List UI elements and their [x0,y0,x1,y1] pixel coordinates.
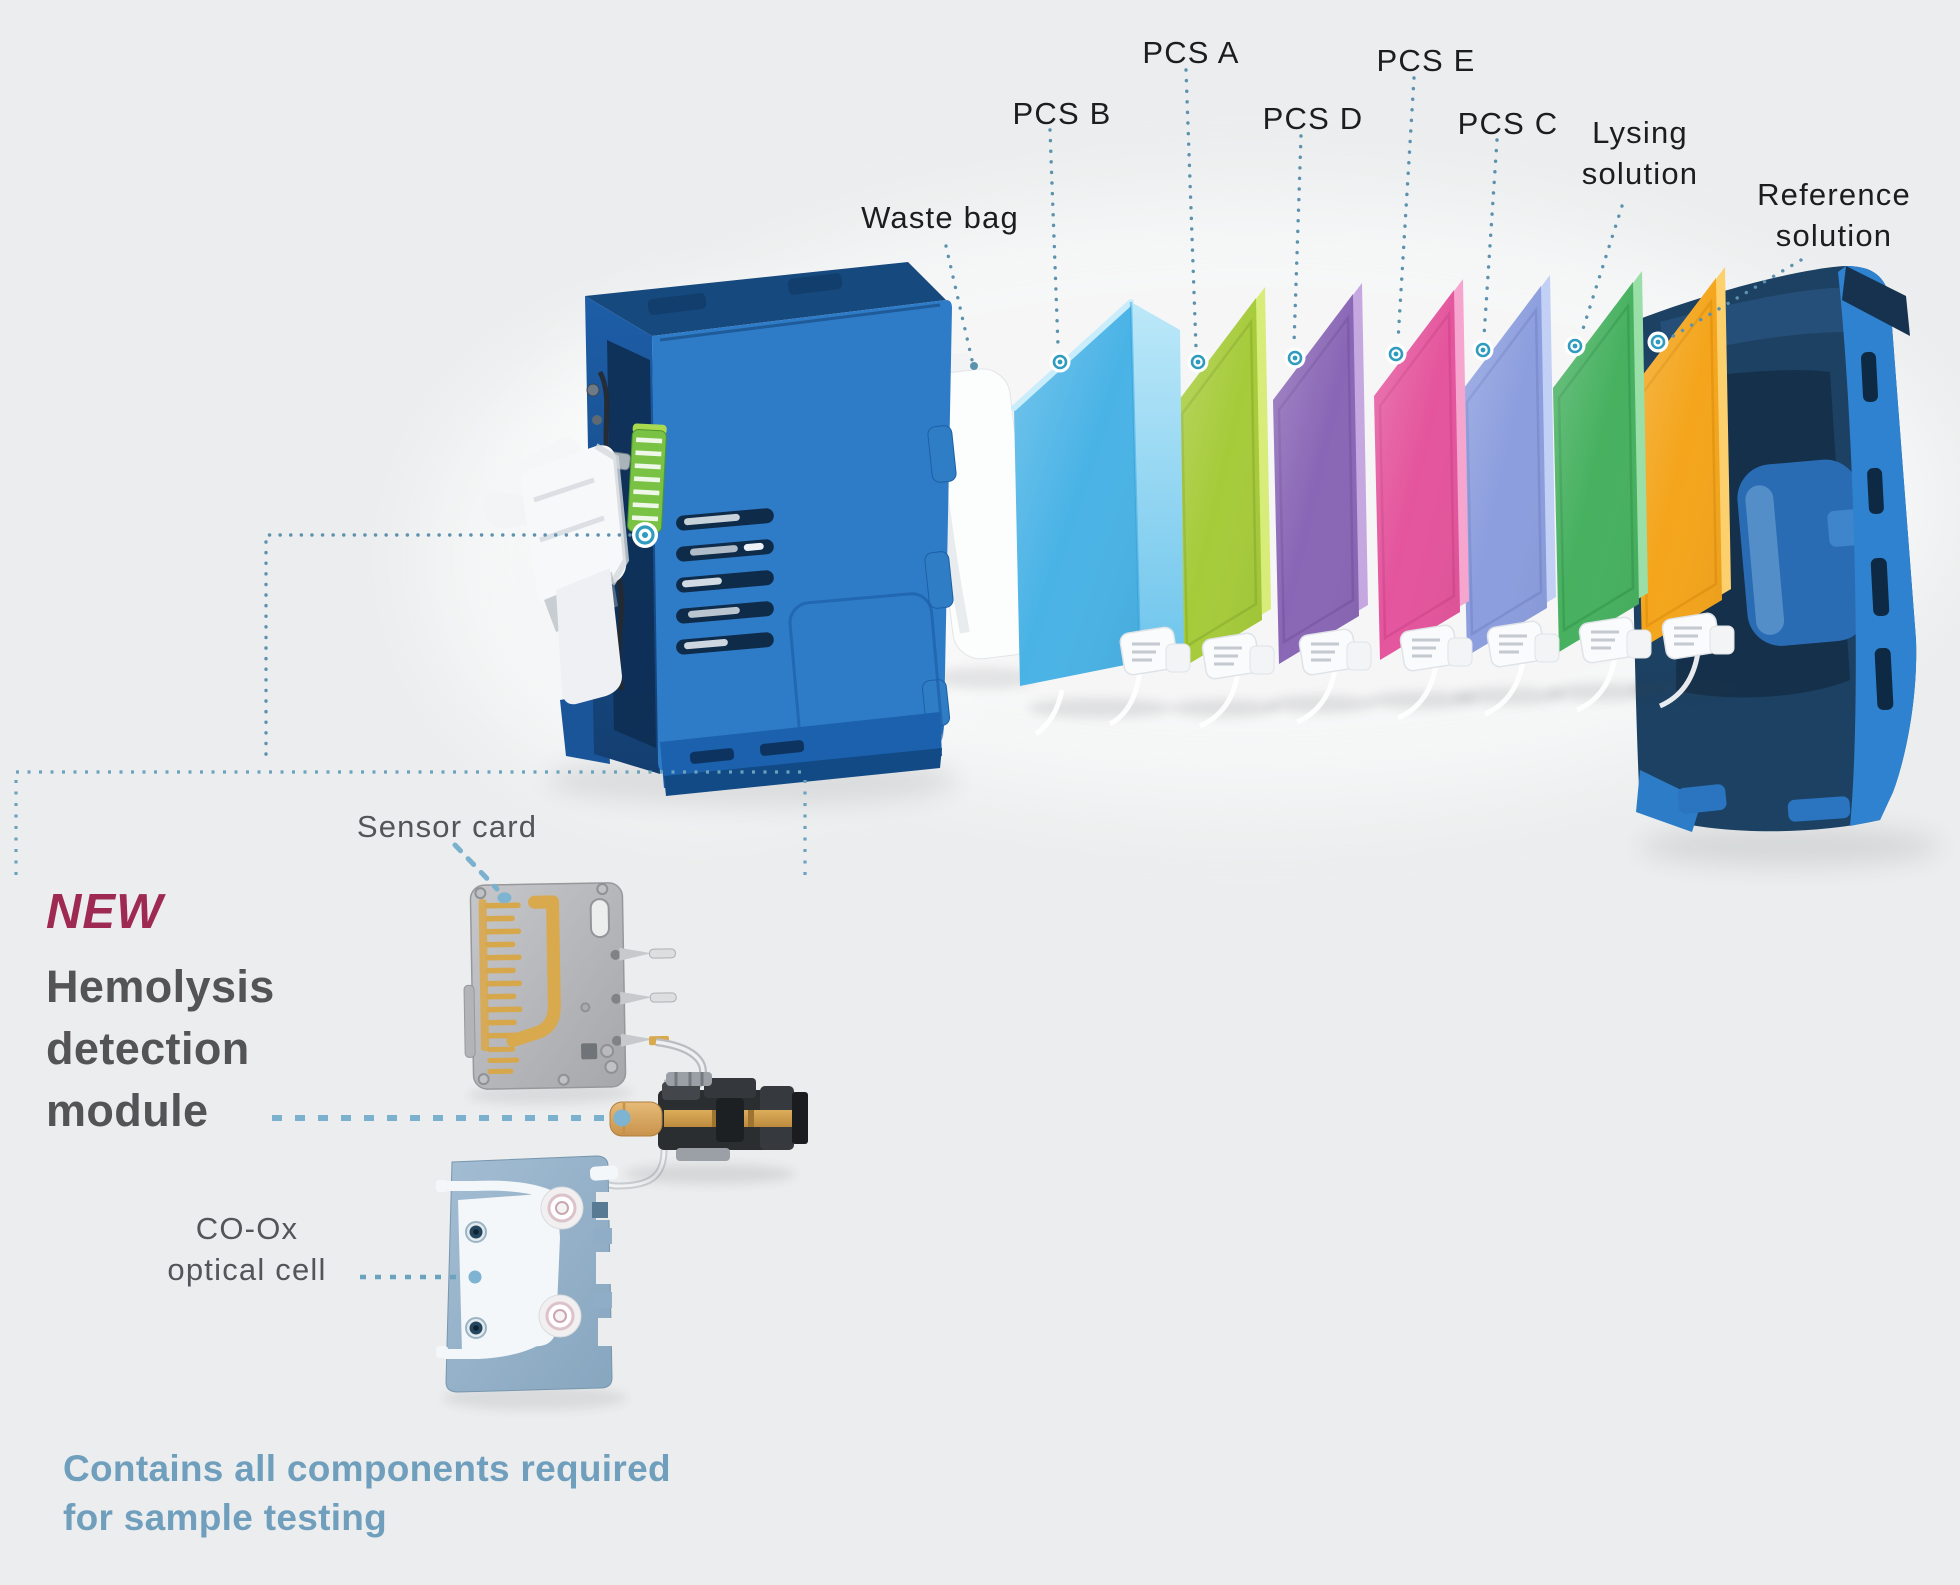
eyelet [465,1317,487,1339]
cartridge-pcs-b [1011,299,1191,737]
leader-lines [14,68,1803,1284]
page-title: Hemolysis detection module [46,961,275,1136]
leader-coox-dot [468,1270,482,1284]
label-pcs-a: PCS A [1142,35,1240,70]
eyelet [465,1221,487,1243]
label-coox-optical-cell: CO-Ox optical cell [167,1211,327,1287]
valve-connector [1578,616,1652,664]
valve-connector [1119,626,1191,676]
main-cartridge-unit [483,262,957,806]
leader-pcs-a [1184,68,1198,350]
new-badge: NEW [46,885,164,939]
leader-pcs-e [1396,76,1416,342]
gold-comb-traces [484,902,523,1075]
valve-connector [1399,624,1473,672]
sensor-card [463,882,677,1105]
fluid-port-icon [1647,331,1669,353]
leader-reference [1668,258,1803,340]
cartridge-pcs-c [1455,275,1563,717]
footer-caption: Contains all components required for sam… [63,1448,671,1538]
label-pcs-d: PCS D [1262,101,1364,136]
label-pcs-e: PCS E [1376,43,1476,78]
grille [627,423,667,534]
fluid-port-icon [1472,339,1494,361]
hemolysis-detection-module [609,1072,808,1184]
label-reference-solution: Reference solution [1757,177,1911,253]
cartridge-pcs-a [1170,287,1278,729]
valve-connector [1201,632,1275,680]
label-waste-bag: Waste bag [861,200,1019,235]
screw-holes [474,883,619,1086]
fluid-port-icon [1187,351,1209,373]
optical-port-ring [540,1186,584,1230]
cartridge-reference-solution [1630,267,1738,709]
vent-slots [676,508,774,655]
fluid-port-icon [1049,351,1071,373]
cartridge-lysing-solution [1547,271,1655,713]
leader-bracket [14,770,807,878]
card-leader-dot [497,892,512,904]
leader-sensor-card [452,842,500,892]
device-port-icon [632,522,658,548]
white-connector-cluster [483,437,630,705]
cartridge-pcs-e [1368,279,1476,721]
leader-device-elbow [264,533,632,766]
cartridge-pcs-d [1267,283,1375,725]
leader-module-dot [613,1109,631,1127]
valve-connector [1486,620,1560,668]
label-pcs-c: PCS C [1457,106,1559,141]
probe-pins [610,947,677,1047]
label-sensor-card: Sensor card [356,809,538,844]
label-lysing-solution: Lysing solution [1581,115,1699,191]
valve-connector [1661,612,1735,660]
valve-connector [1298,628,1372,676]
optical-port-ring [538,1294,582,1338]
fluid-port-icon [1284,347,1306,369]
fluid-port-icon [1385,343,1407,365]
fluid-port-icon [1564,335,1586,357]
leader-lysing [1580,204,1624,334]
leader-dot [970,362,978,370]
leader-pcs-b [1048,128,1060,348]
label-pcs-b: PCS B [1012,96,1112,131]
coox-optical-cell [436,1155,627,1410]
leader-pcs-c [1482,138,1499,338]
